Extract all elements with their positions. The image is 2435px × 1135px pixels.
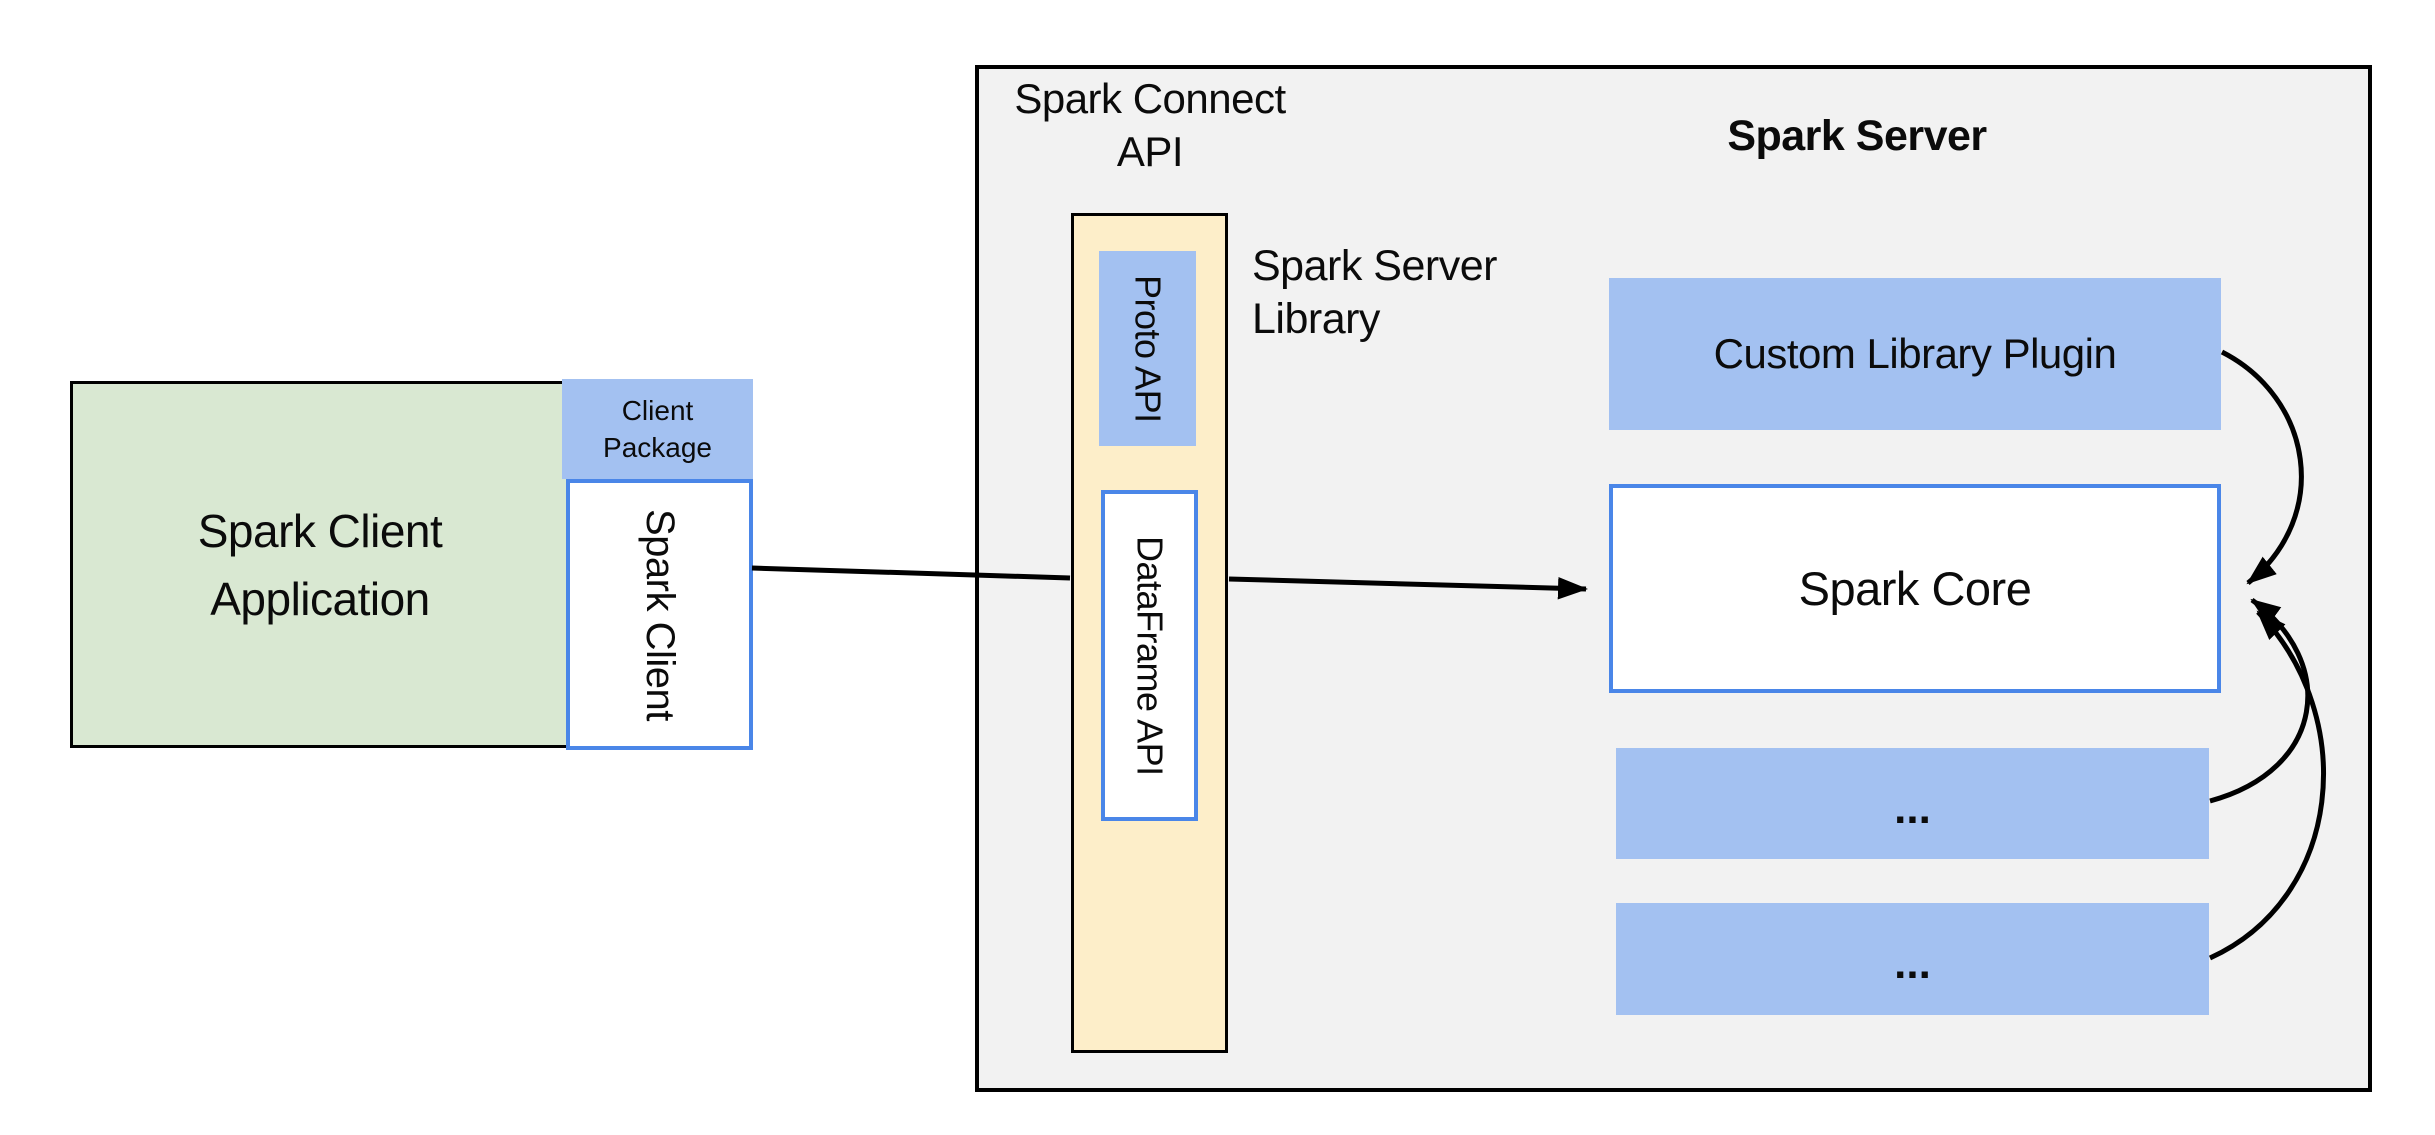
- spark-client-application-label: Spark Client Application: [198, 497, 443, 633]
- spark-core-label: Spark Core: [1798, 562, 2032, 615]
- spark-client-label: Spark Client: [638, 508, 682, 721]
- spark-client-box: Spark Client: [566, 479, 753, 750]
- client-package-box: Client Package: [562, 379, 753, 479]
- spark-client-application-line1: Spark Client: [197, 504, 443, 557]
- spark-connect-api-line1: Spark Connect: [1014, 75, 1286, 122]
- spark-server-title: Spark Server: [1727, 112, 1987, 160]
- plugin-slot-1-label: ...: [1894, 783, 1931, 833]
- spark-core-box: Spark Core: [1609, 484, 2221, 693]
- client-package-line1: Client: [621, 395, 694, 426]
- spark-server-library-line1: Spark Server: [1252, 242, 1497, 290]
- dataframe-api-box: DataFrame API: [1101, 490, 1198, 821]
- spark-client-application-line2: Application: [210, 572, 430, 625]
- spark-client-application-box: Spark Client Application: [70, 381, 570, 748]
- spark-server-library-label: Spark Server Library: [1252, 240, 1582, 346]
- client-package-line2: Package: [603, 432, 712, 463]
- proto-api-label: Proto API: [1127, 274, 1169, 423]
- custom-library-plugin-box: Custom Library Plugin: [1609, 278, 2221, 430]
- spark-connect-api-label: Spark Connect API: [975, 72, 1325, 178]
- proto-api-box: Proto API: [1099, 251, 1196, 446]
- client-package-label: Client Package: [603, 392, 712, 466]
- plugin-slot-2-label: ...: [1894, 939, 1931, 988]
- spark-connect-api-line2: API: [1116, 128, 1184, 175]
- plugin-slot-box-2: ...: [1616, 903, 2209, 1015]
- spark-server-library-line2: Library: [1252, 295, 1380, 343]
- plugin-slot-box-1: ...: [1616, 748, 2209, 859]
- custom-library-plugin-label: Custom Library Plugin: [1713, 330, 2117, 377]
- dataframe-api-label: DataFrame API: [1129, 535, 1171, 776]
